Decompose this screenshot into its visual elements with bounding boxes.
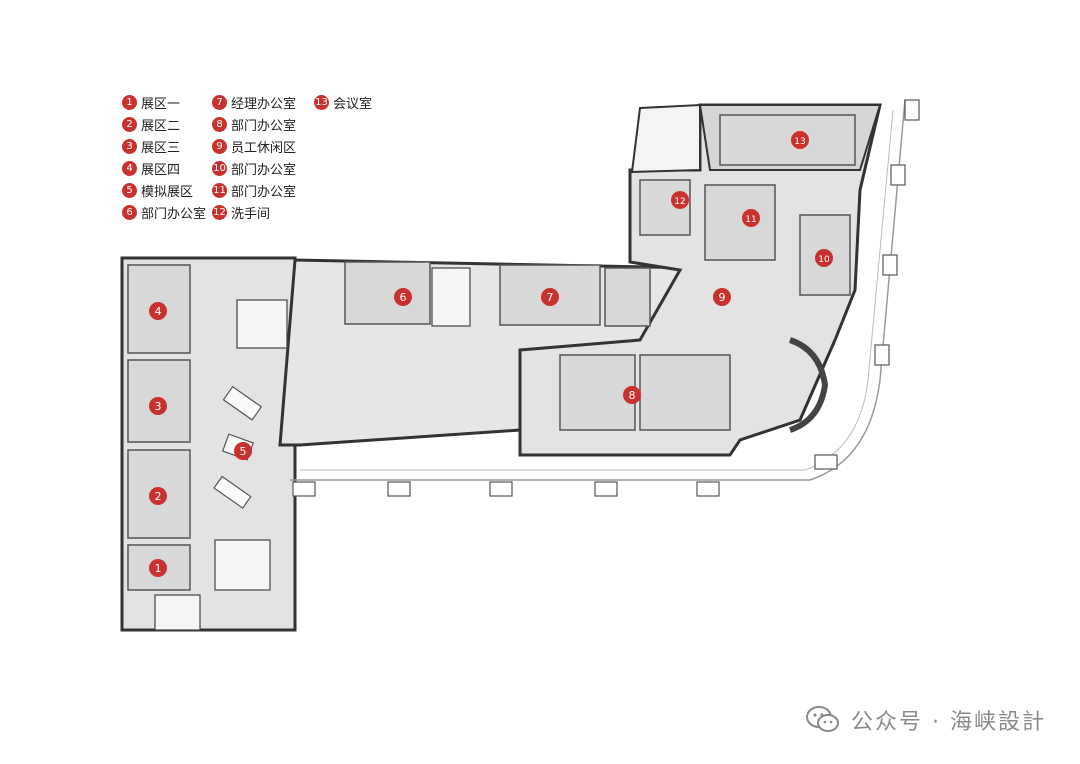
legend-item: 11 部门办公室 xyxy=(212,181,296,200)
room-marker-label: 11 xyxy=(745,215,756,225)
room-marker-4 xyxy=(149,302,167,320)
legend-item: 10 部门办公室 xyxy=(212,159,296,178)
legend-item: 12 洗手间 xyxy=(212,203,270,222)
legend-label: 展区三 xyxy=(141,141,181,156)
legend-item: 3 展区三 xyxy=(122,137,180,156)
room-marker-label: 7 xyxy=(547,291,554,304)
room-marker-7 xyxy=(541,288,559,306)
legend-item: 4 展区四 xyxy=(122,159,180,178)
legend-number: 4 xyxy=(122,161,137,176)
room-legend: 1 展区一 2 展区二 3 展区三 4 展区四 5 模拟展区 6 部门办公室 7… xyxy=(122,93,422,233)
legend-number: 11 xyxy=(212,183,227,198)
room-marker-label: 10 xyxy=(818,255,830,265)
legend-item: 1 展区一 xyxy=(122,93,180,112)
legend-label: 经理办公室 xyxy=(231,97,297,112)
room-marker-label: 4 xyxy=(155,305,162,318)
watermark-text: 公众号 · 海峡設計 xyxy=(851,710,1046,735)
room-marker-label: 12 xyxy=(674,197,685,207)
legend-number: 10 xyxy=(212,161,227,176)
room-marker-13 xyxy=(791,131,809,149)
legend-label: 洗手间 xyxy=(231,207,271,222)
legend-label: 部门办公室 xyxy=(231,119,297,134)
column-pads xyxy=(292,99,920,497)
legend-label: 部门办公室 xyxy=(141,207,207,222)
legend-item: 2 展区二 xyxy=(122,115,180,134)
room-marker-3 xyxy=(149,397,167,415)
legend-item: 7 经理办公室 xyxy=(212,93,296,112)
legend-label: 展区二 xyxy=(141,119,181,134)
room-marker-5 xyxy=(234,442,252,460)
legend-item: 6 部门办公室 xyxy=(122,203,206,222)
legend-item: 9 员工休闲区 xyxy=(212,137,296,156)
legend-label: 员工休闲区 xyxy=(231,141,297,156)
legend-number: 2 xyxy=(122,117,137,132)
outer-walkway xyxy=(290,99,906,481)
legend-number: 8 xyxy=(212,117,227,132)
legend-number: 7 xyxy=(212,95,227,110)
room-marker-12 xyxy=(671,191,689,209)
room-marker-label: 6 xyxy=(400,291,407,304)
room-marker-label: 8 xyxy=(629,389,636,402)
room-marker-10 xyxy=(815,249,833,267)
room-marker-label: 5 xyxy=(240,445,247,458)
room-marker-label: 13 xyxy=(794,137,805,147)
legend-label: 会议室 xyxy=(333,97,373,112)
legend-label: 展区一 xyxy=(141,97,181,112)
room-markers: 4 3 5 2 1 6 7 8 9 10 11 12 13 xyxy=(149,131,833,577)
legend-number: 13 xyxy=(314,95,329,110)
legend-number: 6 xyxy=(122,205,137,220)
legend-number: 9 xyxy=(212,139,227,154)
legend-number: 1 xyxy=(122,95,137,110)
legend-number: 12 xyxy=(212,205,227,220)
legend-number: 3 xyxy=(122,139,137,154)
room-marker-11 xyxy=(742,209,760,227)
room-marker-label: 3 xyxy=(155,400,162,413)
legend-label: 模拟展区 xyxy=(141,185,194,200)
legend-label: 展区四 xyxy=(141,163,181,178)
wechat-icon xyxy=(806,706,840,732)
room-marker-9 xyxy=(713,288,731,306)
room-marker-2 xyxy=(149,487,167,505)
room-marker-1 xyxy=(149,559,167,577)
stairs xyxy=(154,267,829,631)
legend-number: 5 xyxy=(122,183,137,198)
legend-item: 13 会议室 xyxy=(314,93,372,112)
legend-item: 8 部门办公室 xyxy=(212,115,296,134)
legend-item: 5 模拟展区 xyxy=(122,181,193,200)
room-marker-label: 1 xyxy=(155,562,162,575)
outer-walkway-inner xyxy=(300,109,894,471)
room-marker-label: 2 xyxy=(155,490,162,503)
room-marker-6 xyxy=(394,288,412,306)
room-marker-label: 9 xyxy=(719,291,726,304)
legend-label: 部门办公室 xyxy=(231,185,297,200)
watermark: 公众号 · 海峡設計 xyxy=(805,704,1046,736)
room-marker-8 xyxy=(623,386,641,404)
legend-label: 部门办公室 xyxy=(231,163,297,178)
